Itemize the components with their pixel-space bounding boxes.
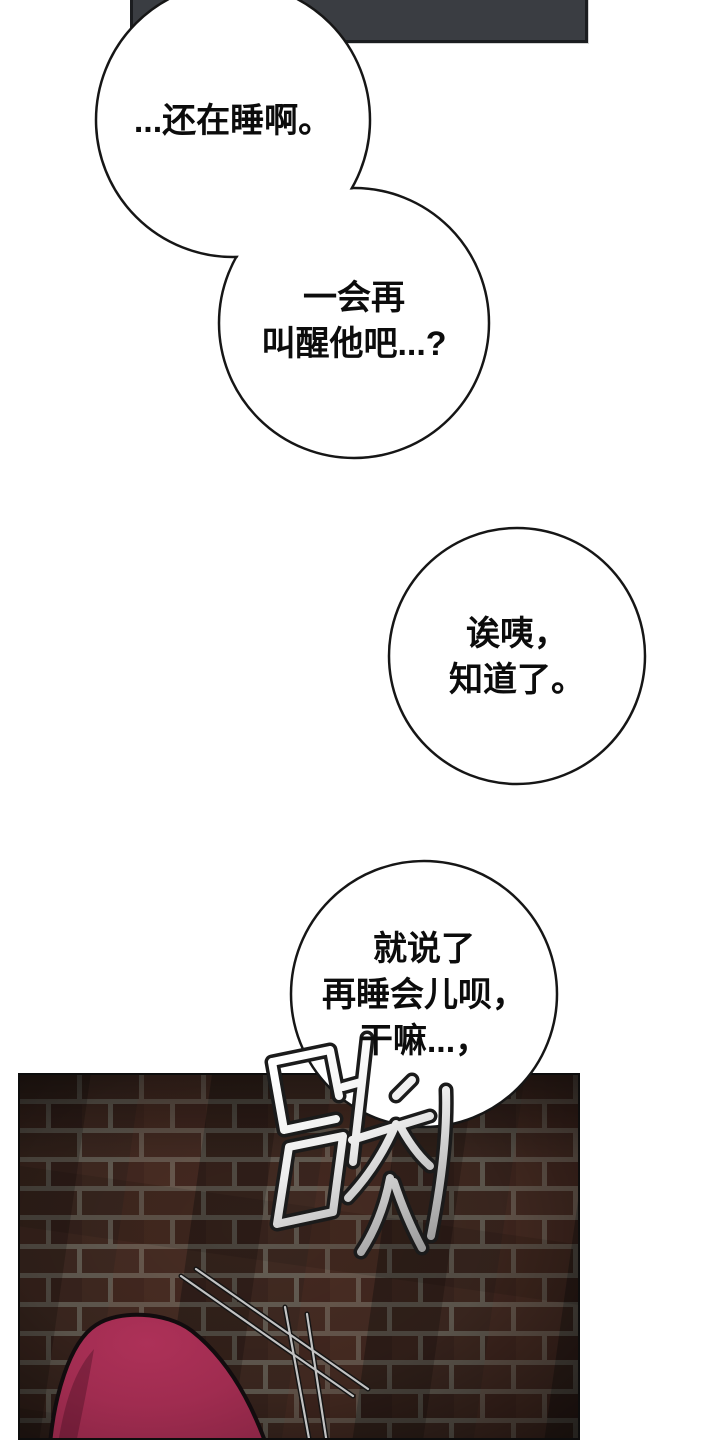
speech-line: ...还在睡啊。: [133, 102, 333, 140]
speech-line: 再睡会儿呗，: [322, 976, 526, 1014]
speech-bubble-4-text: 就说了 再睡会儿呗， 干嘛...，: [322, 926, 526, 1064]
speech-line: 干嘛...，: [358, 1022, 490, 1060]
speech-bubble-3: [387, 526, 647, 786]
speech-line: 一会再: [302, 279, 405, 317]
speech-bubble-3-text: 诶咦， 知道了。: [449, 611, 585, 703]
speech-line: 就说了: [373, 930, 475, 968]
speech-bubble-1-text: ...还在睡啊。: [134, 98, 332, 144]
bubble-merge-mask: [220, 189, 488, 457]
hooded-figure: [48, 1312, 266, 1438]
speech-line: 诶咦，: [466, 615, 568, 653]
speech-line: 叫醒他吧...?: [261, 325, 447, 363]
sfx-flinch: [264, 1030, 454, 1260]
chopstick-lines: [178, 1266, 371, 1438]
brick-wall-scene: [20, 1075, 578, 1438]
speech-bubble-1: [94, 0, 372, 259]
speech-line: 知道了。: [449, 661, 585, 699]
speech-bubble-2-text: 一会再 叫醒他吧...?: [261, 275, 446, 367]
